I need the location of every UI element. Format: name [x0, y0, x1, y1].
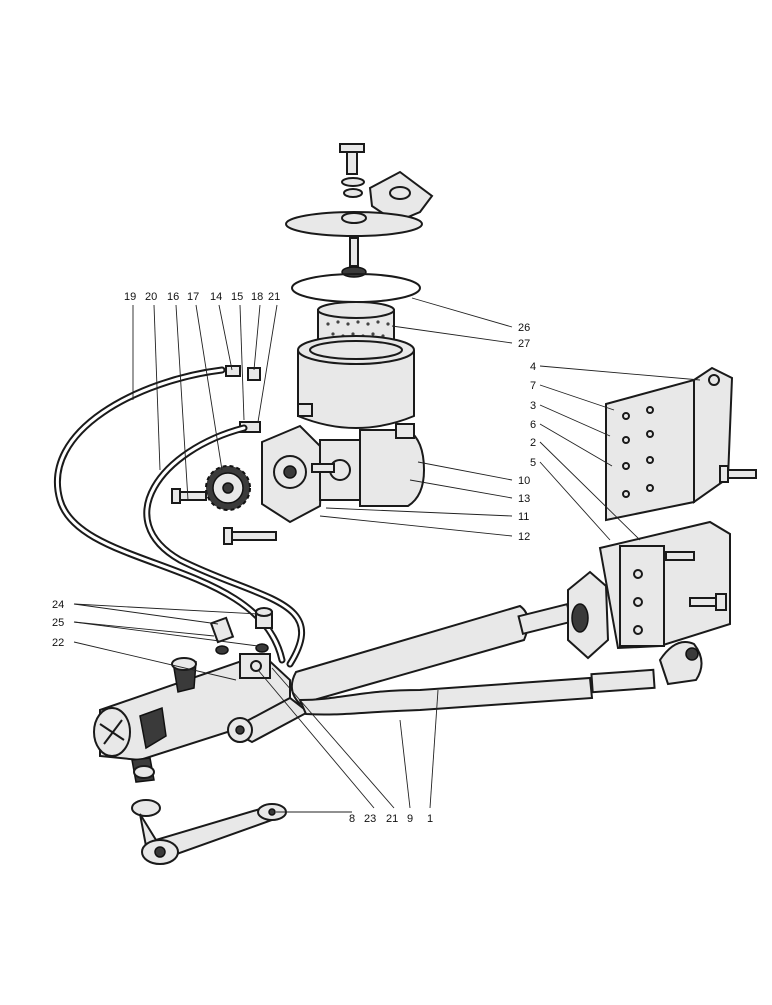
callout-label: 22 — [52, 637, 64, 649]
callout-label: 15 — [231, 291, 243, 303]
callout-label: 20 — [145, 291, 157, 303]
lower-bracket-bolts — [665, 551, 727, 611]
callout-label: 27 — [518, 338, 530, 350]
callout-label: 9 — [407, 813, 413, 825]
hydraulic-hoses — [54, 366, 306, 668]
callout-label: 23 — [364, 813, 376, 825]
steering-arm — [131, 799, 287, 865]
callout-label: 7 — [530, 380, 536, 392]
leader-lines — [73, 297, 701, 813]
upper-mounting-bracket — [605, 366, 734, 522]
callout-label: 4 — [530, 361, 536, 373]
callout-label: 5 — [530, 457, 536, 469]
callout-label: 1 — [427, 813, 433, 825]
callout-label: 19 — [124, 291, 136, 303]
hose-union — [225, 365, 261, 433]
callout-label: 16 — [167, 291, 179, 303]
callout-label: 13 — [518, 493, 530, 505]
reservoir-body — [297, 335, 415, 429]
callout-label: 12 — [518, 531, 530, 543]
ram-cylinder — [290, 570, 610, 706]
callout-label: 21 — [268, 291, 280, 303]
callout-label: 3 — [530, 400, 536, 412]
drag-link — [227, 641, 703, 744]
bracket-bolt — [719, 465, 757, 483]
callout-label: 18 — [251, 291, 263, 303]
lower-mounting-bracket — [598, 520, 731, 650]
callout-label: 17 — [187, 291, 199, 303]
callout-label: 6 — [530, 419, 536, 431]
callout-label: 11 — [518, 511, 529, 523]
callout-label: 25 — [52, 617, 64, 629]
drive-gear — [205, 465, 251, 511]
callout-labels: 19 20 16 17 14 15 18 21 26 27 4 7 3 6 2 … — [52, 291, 536, 825]
gear-bolt — [171, 488, 207, 504]
callout-label: 24 — [52, 599, 64, 611]
callout-label: 14 — [210, 291, 222, 303]
callout-label: 21 — [386, 813, 398, 825]
callout-label: 26 — [518, 322, 530, 334]
pump-assembly — [261, 423, 426, 524]
callout-label: 2 — [530, 437, 536, 449]
valve-fittings — [209, 607, 273, 679]
valve-body — [93, 652, 291, 783]
callout-label: 8 — [349, 813, 355, 825]
pump-bolt — [223, 527, 277, 545]
reservoir-cap-assembly — [285, 143, 434, 303]
callout-label: 10 — [518, 475, 530, 487]
